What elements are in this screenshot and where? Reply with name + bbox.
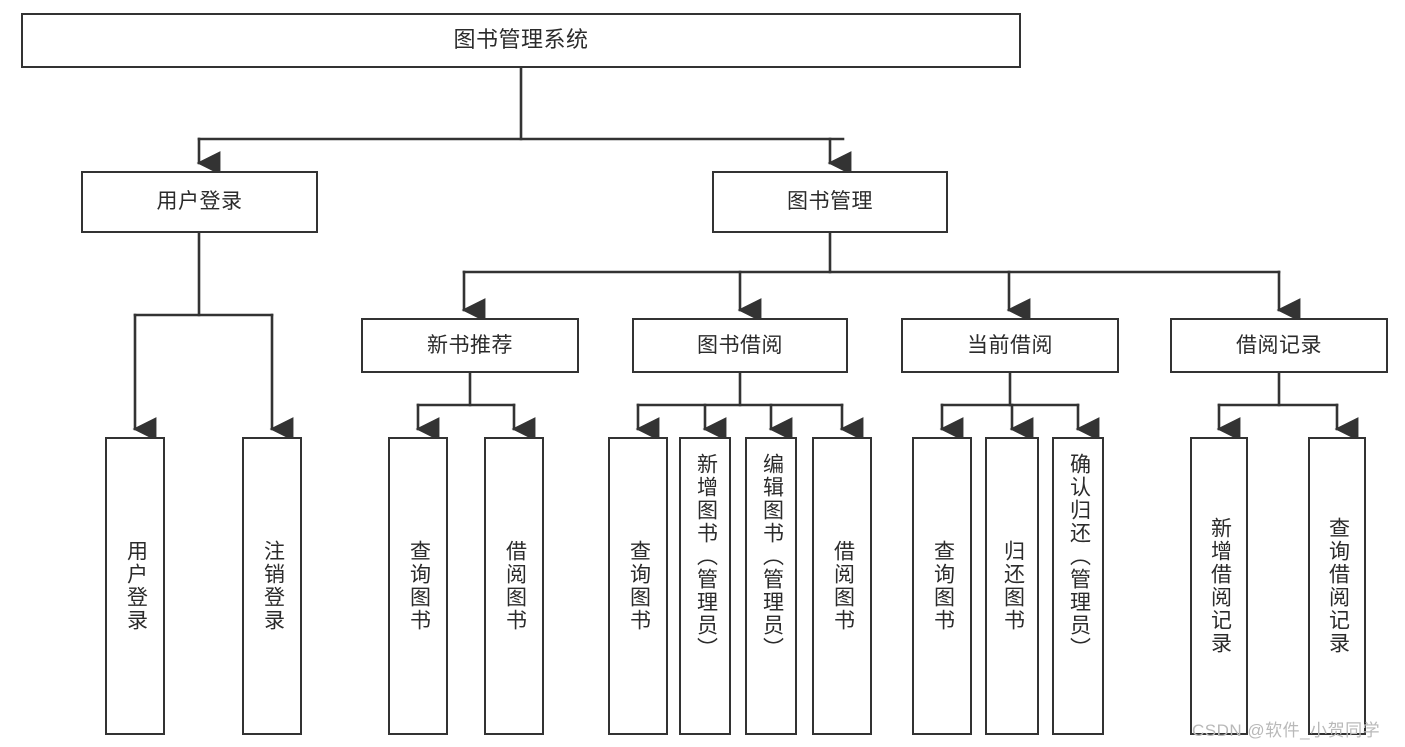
node-user-login[interactable]: 用户登录 [81,171,318,233]
node-root-system[interactable]: 图书管理系统 [21,13,1021,68]
node-leaf-user-login[interactable]: 用户登录 [105,437,165,735]
node-new-book-recommend[interactable]: 新书推荐 [361,318,579,373]
node-leaf-add-book-label: 新增图书（管理员） [694,453,718,660]
node-leaf-query-borrow-record-label: 查询借阅记录 [1326,517,1350,655]
node-leaf-query-book-recommend-label: 查询图书 [407,540,431,632]
node-borrow-record[interactable]: 借阅记录 [1170,318,1388,373]
node-leaf-query-book-current[interactable]: 查询图书 [912,437,972,735]
node-book-manage-label: 图书管理 [787,190,873,214]
node-borrow-record-label: 借阅记录 [1236,333,1322,357]
node-book-borrow[interactable]: 图书借阅 [632,318,848,373]
node-leaf-return-book-label: 归还图书 [1001,540,1025,632]
node-leaf-user-login-label: 用户登录 [124,540,148,632]
node-book-borrow-label: 图书借阅 [697,333,783,357]
node-leaf-edit-book[interactable]: 编辑图书（管理员） [745,437,797,735]
node-new-book-recommend-label: 新书推荐 [427,333,513,357]
node-leaf-query-book-borrow[interactable]: 查询图书 [608,437,668,735]
node-user-login-label: 用户登录 [156,190,243,214]
node-leaf-add-borrow-record-label: 新增借阅记录 [1208,517,1232,655]
node-current-borrow[interactable]: 当前借阅 [901,318,1119,373]
node-leaf-user-logout[interactable]: 注销登录 [242,437,302,735]
node-leaf-return-book[interactable]: 归还图书 [985,437,1039,735]
csdn-watermark: CSDN @软件_小贺同学 [1192,721,1381,740]
node-leaf-query-book-borrow-label: 查询图书 [627,540,651,632]
node-leaf-edit-book-label: 编辑图书（管理员） [760,453,784,660]
node-current-borrow-label: 当前借阅 [967,333,1053,357]
node-leaf-query-book-current-label: 查询图书 [931,540,955,632]
node-leaf-borrow-book-recommend[interactable]: 借阅图书 [484,437,544,735]
node-root-label: 图书管理系统 [453,27,589,53]
node-leaf-confirm-return-label: 确认归还（管理员） [1067,453,1091,660]
node-leaf-user-logout-label: 注销登录 [261,540,285,632]
node-leaf-add-borrow-record[interactable]: 新增借阅记录 [1190,437,1248,735]
node-leaf-confirm-return[interactable]: 确认归还（管理员） [1052,437,1104,735]
node-leaf-query-borrow-record[interactable]: 查询借阅记录 [1308,437,1366,735]
node-leaf-borrow-book-recommend-label: 借阅图书 [503,540,527,632]
node-leaf-borrow-book[interactable]: 借阅图书 [812,437,872,735]
node-leaf-borrow-book-label: 借阅图书 [831,540,855,632]
node-leaf-query-book-recommend[interactable]: 查询图书 [388,437,448,735]
node-book-manage[interactable]: 图书管理 [712,171,948,233]
node-leaf-add-book[interactable]: 新增图书（管理员） [679,437,731,735]
